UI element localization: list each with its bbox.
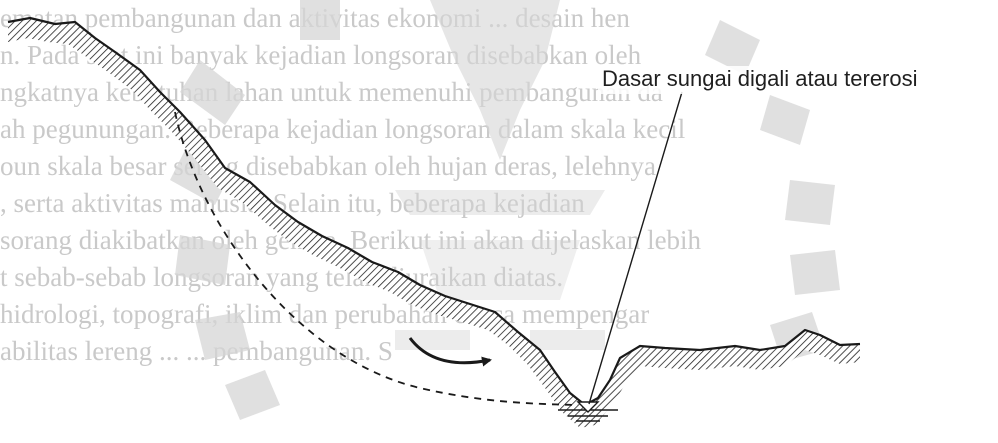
slip-surface-dashed: [175, 112, 578, 405]
movement-arrow: [410, 338, 490, 363]
riverbed-erosion-label: Dasar sungai digali atau tererosi: [598, 66, 924, 94]
